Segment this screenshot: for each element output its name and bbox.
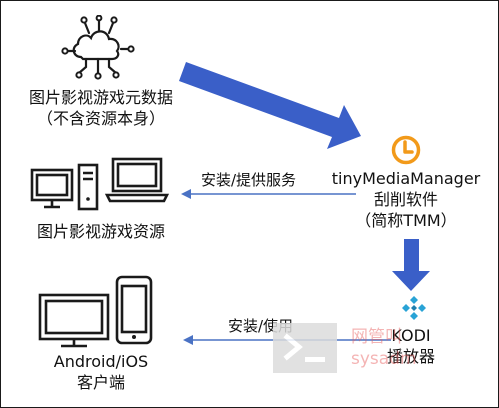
monitor-phone-icon [38,275,153,348]
watermark: 网管叫 sysadm [273,323,443,373]
tmm-to-pc-label: 安装/提供服务 [201,171,297,189]
cloud-metadata-label: 图片影视游戏元数据 （不含资源本身） [6,87,196,129]
tmm-line2: 刮削软件 [373,190,438,209]
cloud-metadata-line1: 图片影视游戏元数据 [28,88,173,107]
watermark-terminal-box [273,323,337,373]
pc-resources-line1: 图片影视游戏资源 [36,222,165,241]
kodi-logo-icon [402,296,426,320]
devices-label: Android/iOS 客户端 [21,351,181,393]
devices-line2: 客户端 [76,373,125,392]
tmm-line3: （简称TMM） [355,211,457,230]
tmm-line1: tinyMediaManager [331,169,481,188]
watermark-line1: 网管叫 [351,327,402,347]
kodi-label: KODI 播放器 [356,325,466,367]
kodi-line2: 播放器 [386,347,435,366]
tmm-label: tinyMediaManager 刮削软件 （简称TMM） [316,168,496,231]
tmm-logo-icon [391,135,421,165]
pc-resources-label: 图片影视游戏资源 [6,221,196,242]
desktop-laptop-icon [30,157,169,211]
watermark-line2: sysadm [351,349,417,369]
kodi-line1: KODI [391,326,431,345]
devices-line1: Android/iOS [53,352,149,371]
cloud-metadata-line2: （不含资源本身） [36,109,165,128]
terminal-prompt-icon [283,333,325,362]
cloud-network-icon [61,15,135,80]
